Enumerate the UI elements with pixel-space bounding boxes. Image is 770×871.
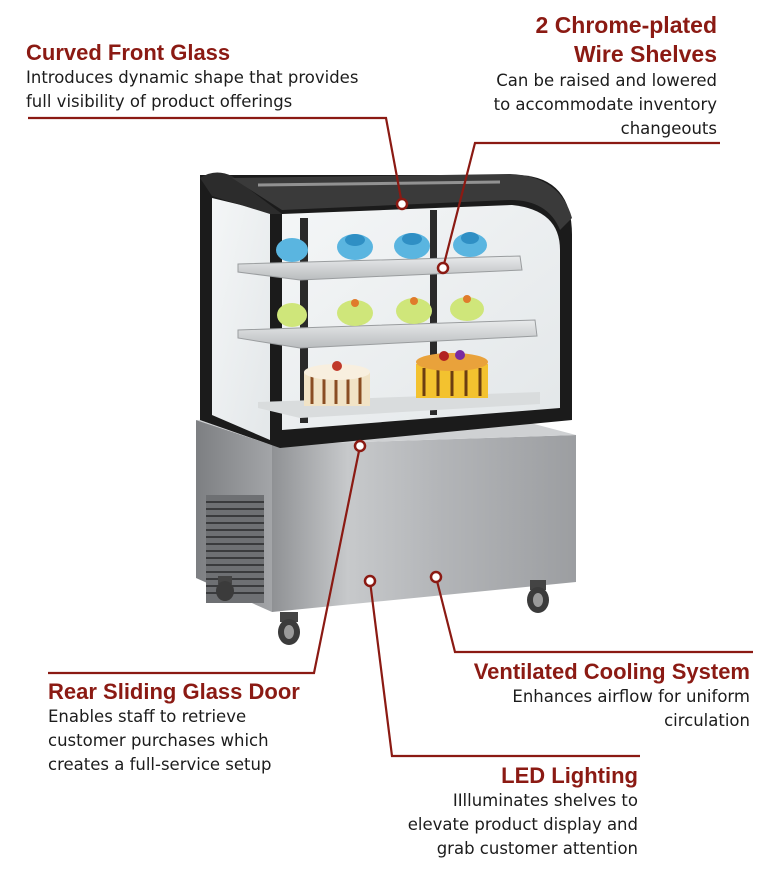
- callout-description-line: changeouts: [620, 119, 717, 138]
- callout-description-line: Enables staff to retrieve: [48, 707, 247, 726]
- callout-wire-shelves: 2 Chrome-plated Wire Shelves Can be rais…: [417, 11, 717, 141]
- vent-grille: [206, 495, 264, 603]
- callout-title: Wire Shelves: [574, 41, 717, 67]
- leader-lines: [28, 116, 753, 758]
- callout-description-line: elevate product display and: [407, 815, 638, 834]
- callout-title: 2 Chrome-plated: [535, 12, 717, 38]
- callout-rear-sliding-glass-door: Rear Sliding Glass Door Enables staff to…: [48, 679, 348, 777]
- callout-led-lighting: LED Lighting IIlluminates shelves to ele…: [358, 763, 638, 861]
- callout-description-line: creates a full-service setup: [48, 755, 272, 774]
- callout-title: Curved Front Glass: [26, 40, 231, 65]
- callout-description-line: Can be raised and lowered: [496, 71, 717, 90]
- caster-wheels: [216, 576, 549, 645]
- hotspot-markers: [353, 197, 450, 588]
- callout-description-line: grab customer attention: [436, 839, 638, 858]
- callout-description-line: Enhances airflow for uniform: [512, 687, 750, 706]
- callout-description-line: to accommodate inventory: [493, 95, 717, 114]
- callout-description-line: circulation: [664, 711, 750, 730]
- callout-description-line: customer purchases which: [48, 731, 269, 750]
- callout-title: Rear Sliding Glass Door: [48, 679, 300, 704]
- callout-title: Ventilated Cooling System: [473, 659, 750, 684]
- pastries: [276, 232, 488, 406]
- callout-description-line: IIlluminates shelves to: [452, 791, 638, 810]
- callout-description-line: Introduces dynamic shape that provides: [26, 68, 359, 87]
- callout-curved-front-glass: Curved Front Glass Introduces dynamic sh…: [26, 40, 406, 114]
- wire-shelves: [237, 255, 540, 418]
- callout-description-line: full visibility of product offerings: [26, 92, 293, 111]
- callout-ventilated-cooling-system: Ventilated Cooling System Enhances airfl…: [430, 659, 750, 733]
- callout-title: LED Lighting: [501, 763, 638, 788]
